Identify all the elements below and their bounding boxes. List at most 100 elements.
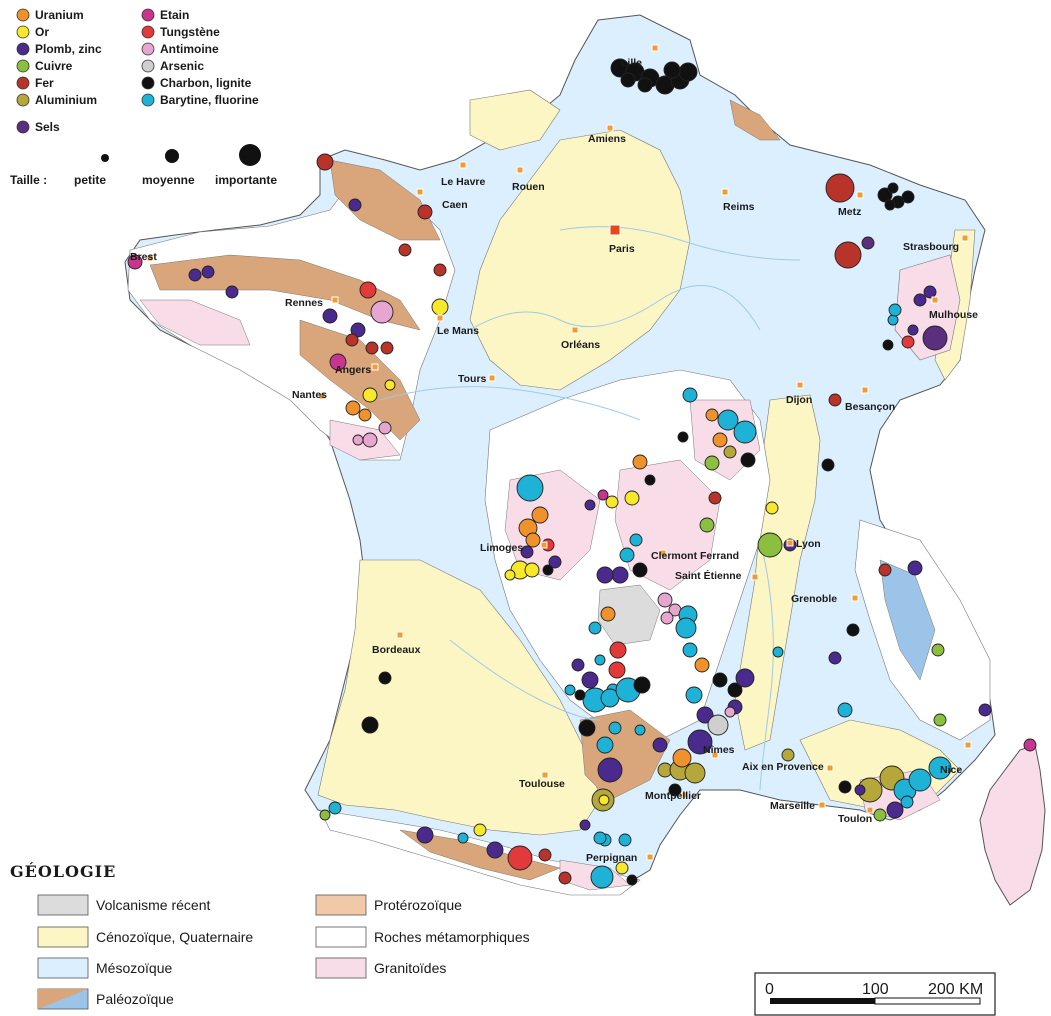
deposit-marker [417,204,433,220]
deposit-marker [486,841,504,859]
deposit-marker [908,768,932,792]
city-marker-7 [609,224,621,236]
deposit-marker [828,651,842,665]
deposit-marker [201,265,215,279]
size-large-label: importante [215,173,277,187]
deposit-marker [694,657,710,673]
deposit-marker [520,545,534,559]
geology-swatch-part-3 [38,989,88,1009]
deposit-marker [359,281,377,299]
deposit-marker [329,353,347,371]
deposit-marker [901,335,915,349]
geology-label-2: Mésozoïque [96,960,172,976]
deposit-marker [884,199,896,211]
deposit-marker [772,646,784,658]
deposit-marker [696,706,714,724]
deposit-marker [618,833,632,847]
city-label-31: Toulon [838,813,872,825]
deposit-marker [398,243,412,257]
city-label-25: Nîmes [703,744,735,756]
geology-swatch-4 [315,894,367,916]
deposit-marker [637,77,653,93]
city-marker-1 [606,124,614,132]
legend-swatch-11 [141,93,155,107]
deposit-marker [584,499,596,511]
deposit-marker [978,703,992,717]
deposit-marker [558,871,572,885]
deposit-marker [548,555,562,569]
deposit-marker [765,501,779,515]
legend-label-12: Sels [35,120,60,134]
deposit-marker [564,684,576,696]
deposit-marker [913,293,927,307]
legend-label-7: Tungstène [160,25,220,39]
deposit-marker [629,533,643,547]
size-prefix: Taille : [10,173,47,187]
deposit-marker [660,611,674,625]
deposit-marker [923,285,937,299]
city-label-7: Paris [609,243,635,255]
city-label-20: Clermont Ferrand [651,550,739,562]
deposit-marker [861,236,875,250]
deposit-marker [708,491,722,505]
geology-swatch-6 [315,957,367,979]
deposit-marker [838,780,852,794]
legend-swatch-10 [141,76,155,90]
deposit-marker [597,757,623,783]
deposit-marker [348,198,362,212]
deposit-marker [757,532,783,558]
deposit-marker [504,569,516,581]
deposit-marker [834,241,862,269]
deposit-marker [854,784,866,796]
city-marker-9 [146,254,154,262]
deposit-marker [712,672,728,688]
deposit-marker [727,682,743,698]
city-marker-18 [861,386,869,394]
scale-label-0: 0 [765,981,774,998]
city-label-6: Metz [838,206,861,218]
city-marker-15 [488,374,496,382]
deposit-marker [598,794,610,806]
deposit-marker [525,532,541,548]
city-label-28: Toulouse [519,778,565,790]
deposit-marker [538,848,552,862]
deposit-marker [687,729,713,755]
city-marker-19 [540,541,548,549]
city-label-23: Grenoble [791,593,837,605]
legend-label-4: Fer [35,76,54,90]
city-marker-12 [571,326,579,334]
deposit-marker [873,808,887,822]
geology-swatch-2 [37,957,89,979]
deposit-marker [837,702,853,718]
deposit-marker [668,783,682,797]
deposit-marker [724,706,736,718]
deposit-marker [1023,738,1037,752]
deposit-marker [846,623,860,637]
legend-label-5: Aluminium [35,93,97,107]
deposit-marker [578,719,596,737]
deposit-marker [685,686,703,704]
legend-swatch-8 [141,42,155,56]
deposit-marker [907,560,923,576]
legend-swatch-5 [16,93,30,107]
city-marker-30 [818,801,826,809]
deposit-marker [473,823,487,837]
city-label-1: Amiens [588,133,626,145]
deposit-marker [704,455,720,471]
deposit-marker [365,341,379,355]
deposit-marker [922,325,948,351]
deposit-marker [887,182,899,194]
city-label-24: Bordeaux [372,644,421,656]
deposit-marker [901,190,915,204]
city-marker-27 [826,764,834,772]
city-marker-29 [681,791,689,799]
deposit-marker [632,454,648,470]
geology-label-3: Paléozoïque [96,991,174,1007]
deposit-marker [882,339,894,351]
deposit-marker [596,566,614,584]
geology-label-0: Volcanisme récent [96,897,211,913]
ardennes [729,99,781,141]
city-label-3: Rouen [512,181,545,193]
